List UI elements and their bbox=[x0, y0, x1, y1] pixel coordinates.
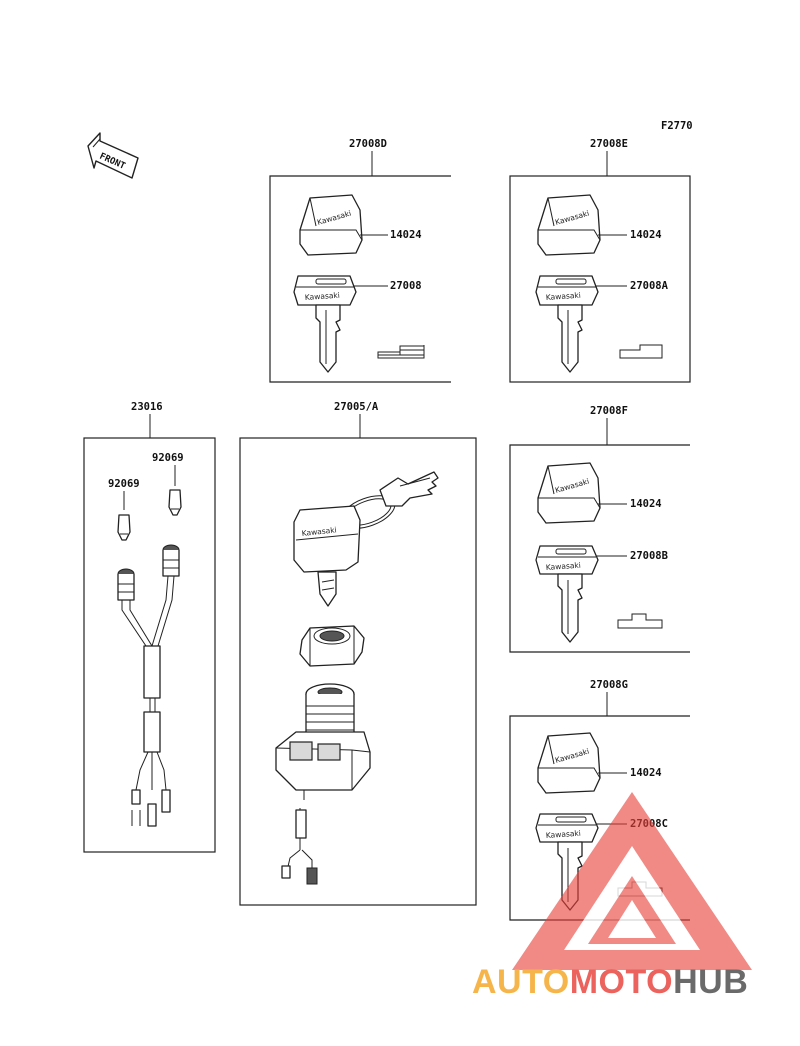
callout-27008b: 27008B bbox=[630, 550, 668, 562]
watermark-moto: MOTO bbox=[570, 963, 673, 1001]
key-blade: Kawasaki bbox=[535, 275, 599, 373]
key-brand-text: Kawasaki bbox=[546, 291, 582, 302]
group-27008e: 27008E Kawasaki 14024 Kawasaki 27008A bbox=[509, 138, 691, 383]
group-27005a: 27005/A Kawasaki bbox=[239, 401, 477, 906]
group-label-27008d: 27008D bbox=[349, 138, 387, 150]
key-blade: Kawasaki bbox=[293, 275, 357, 373]
group-box-27005a bbox=[239, 437, 477, 906]
watermark-text: AUTOMOTOHUB bbox=[472, 963, 748, 1001]
wire-sleeve bbox=[143, 711, 161, 753]
figure-code: F2770 bbox=[661, 120, 693, 132]
ignition-key-brand-text: Kawasaki bbox=[301, 525, 337, 538]
group-23016: 23016 92069 92069 bbox=[83, 401, 216, 853]
key-brand-text: Kawasaki bbox=[305, 291, 341, 302]
group-label-23016: 23016 bbox=[131, 401, 163, 413]
watermark-triangle-icon bbox=[512, 792, 752, 970]
callout-14024: 14024 bbox=[630, 498, 662, 510]
ignition-switch-body bbox=[275, 683, 371, 791]
group-27008d: 27008D Kawasaki 14024 Kawasaki 27008 bbox=[269, 138, 451, 383]
key-cap-knob: Kawasaki bbox=[537, 462, 601, 524]
key-ring-with-keys: Kawasaki bbox=[293, 471, 439, 607]
key-blade: Kawasaki bbox=[535, 545, 599, 643]
group-27008f: 27008F Kawasaki 14024 Kawasaki 27008B bbox=[509, 405, 690, 653]
callout-14024: 14024 bbox=[630, 229, 662, 241]
callout-92069-left: 92069 bbox=[108, 478, 140, 490]
bulb-socket bbox=[162, 544, 180, 577]
callout-27008a: 27008A bbox=[630, 280, 669, 292]
key-brand-text: Kawasaki bbox=[546, 561, 582, 572]
callout-14024: 14024 bbox=[630, 767, 662, 779]
callout-14024: 14024 bbox=[390, 229, 422, 241]
callout-92069-top: 92069 bbox=[152, 452, 184, 464]
wire-sleeve bbox=[143, 645, 161, 699]
bulb-socket bbox=[117, 568, 135, 601]
group-label-27005a: 27005/A bbox=[334, 401, 379, 413]
group-label-27008f: 27008F bbox=[590, 405, 628, 417]
bulb bbox=[117, 514, 131, 541]
bulb bbox=[168, 489, 182, 516]
front-arrow-icon: FRONT bbox=[87, 132, 139, 179]
group-label-27008e: 27008E bbox=[590, 138, 628, 150]
key-cap-knob: Kawasaki bbox=[537, 732, 601, 794]
watermark-logo: AUTOMOTOHUB bbox=[472, 792, 752, 1001]
key-cut-symbol bbox=[619, 344, 663, 359]
ignition-wires bbox=[281, 790, 318, 885]
key-cap-knob: Kawasaki bbox=[299, 194, 363, 256]
key-cap-knob: Kawasaki bbox=[537, 194, 601, 256]
watermark-hub: HUB bbox=[673, 963, 748, 1001]
group-box-27008d bbox=[269, 175, 451, 383]
group-label-27008g: 27008G bbox=[590, 679, 628, 691]
group-box-23016 bbox=[83, 437, 216, 853]
group-box-27008e bbox=[509, 175, 691, 383]
group-box-27008f bbox=[509, 444, 690, 653]
key-brand-text: Kawasaki bbox=[546, 829, 582, 840]
hex-nut bbox=[299, 625, 365, 667]
callout-27008: 27008 bbox=[390, 280, 422, 292]
watermark-auto: AUTO bbox=[472, 963, 570, 1001]
key-cut-symbol bbox=[617, 613, 663, 629]
